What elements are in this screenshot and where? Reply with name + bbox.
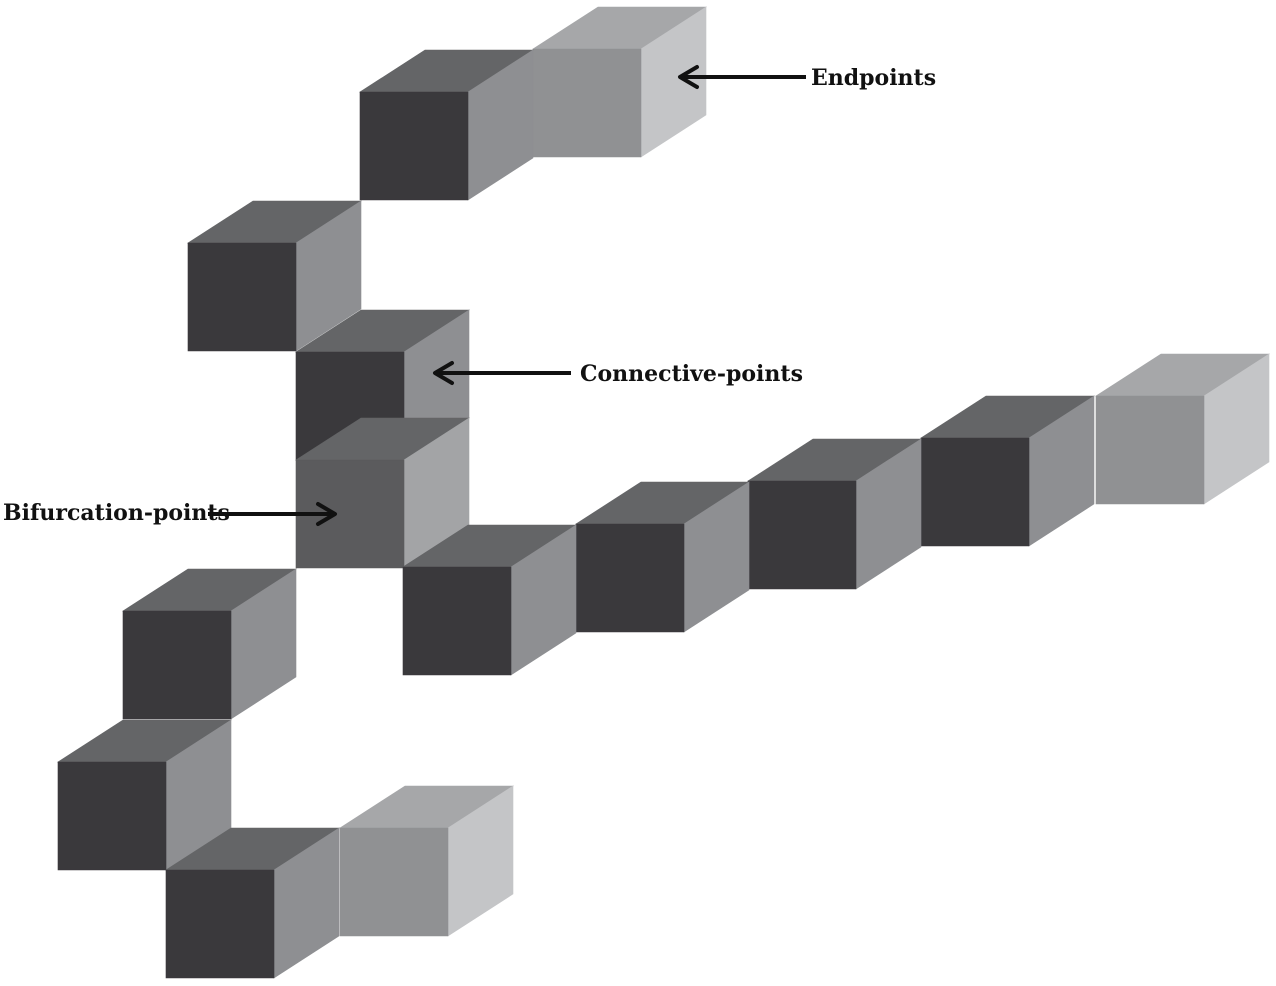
connective-voxel: [919, 395, 1096, 547]
voxel-front-face: [1095, 395, 1205, 505]
voxel-cubes: [56, 6, 1271, 979]
voxel-front-face: [747, 480, 857, 590]
connective-voxel: [164, 827, 341, 979]
endpoint-voxel: [1094, 353, 1271, 505]
connective-voxel: [56, 719, 233, 871]
endpoints-annotation: Endpoints: [678, 65, 936, 91]
voxel-front-face: [532, 48, 642, 158]
connective-points-annotation: Connective-points: [433, 361, 803, 387]
endpoint-voxel: [338, 785, 515, 937]
voxel-front-face: [339, 827, 449, 937]
bifurcation-arrow-head: [316, 502, 337, 526]
bifurcation-points-label: Bifurcation-points: [3, 500, 230, 526]
endpoints-label: Endpoints: [811, 65, 936, 91]
connective-voxel: [574, 481, 751, 633]
connective-voxel: [401, 524, 578, 676]
voxel-front-face: [122, 610, 232, 720]
voxel-front-face: [920, 437, 1030, 547]
connective-arrow-head: [433, 361, 454, 385]
voxel-front-face: [187, 242, 297, 352]
voxel-front-face: [359, 91, 469, 201]
connective-voxel: [746, 438, 923, 590]
connective-voxel: [121, 568, 298, 720]
endpoints-arrow-head: [678, 65, 699, 89]
connective-voxel: [186, 200, 363, 352]
endpoint-voxel: [531, 6, 708, 158]
bifurcation-voxel: [294, 417, 471, 569]
connective-points-label: Connective-points: [580, 361, 803, 387]
bifurcation-points-annotation: Bifurcation-points: [3, 500, 337, 526]
voxel-front-face: [575, 523, 685, 633]
connective-voxel: [358, 49, 535, 201]
voxel-front-face: [165, 869, 275, 979]
voxel-front-face: [402, 566, 512, 676]
voxel-front-face: [57, 761, 167, 871]
